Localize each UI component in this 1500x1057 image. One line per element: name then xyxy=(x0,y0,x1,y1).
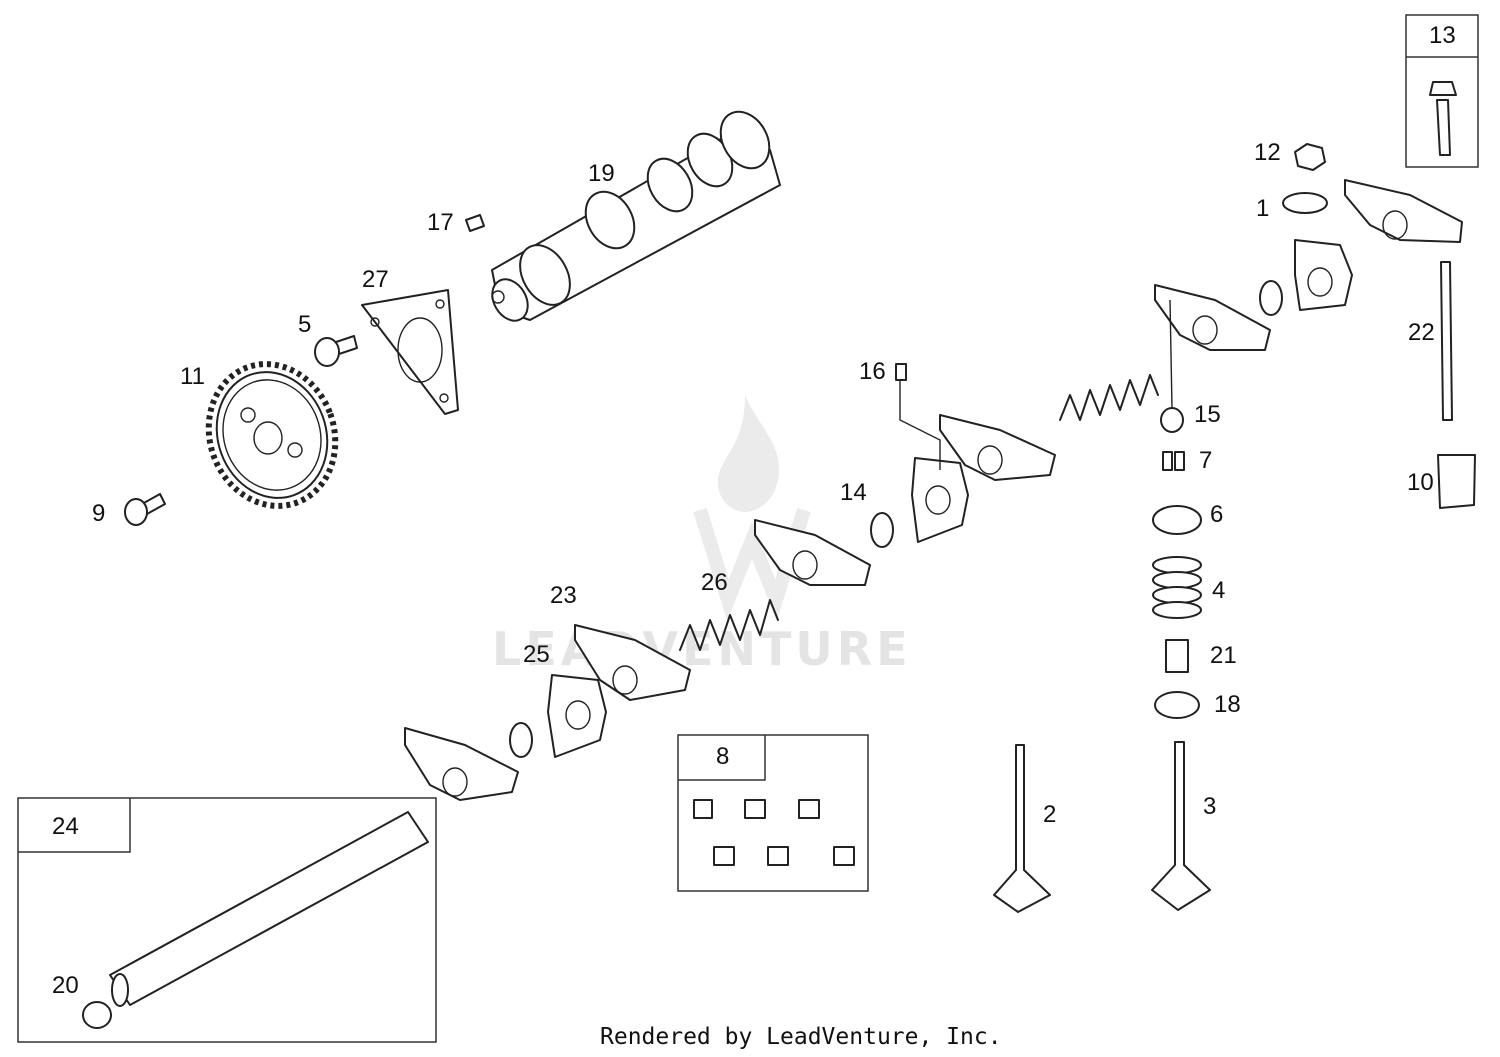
part-valve-spring xyxy=(1152,556,1202,619)
callout-25: 25 xyxy=(523,641,550,668)
callout-13: 13 xyxy=(1429,22,1456,49)
callout-22: 22 xyxy=(1408,319,1435,346)
part-rocker-arm-c xyxy=(939,414,1056,481)
part-bolt-5 xyxy=(314,335,358,367)
callout-19: 19 xyxy=(588,160,615,187)
callout-14: 14 xyxy=(840,479,867,506)
part-rocker-arm-f xyxy=(404,727,519,801)
callout-2: 2 xyxy=(1043,801,1056,828)
part-rocker-support-a xyxy=(1294,239,1353,311)
part-rocker-spring-a xyxy=(1059,374,1159,421)
callout-3: 3 xyxy=(1203,793,1216,820)
part-snap-ring xyxy=(82,1001,112,1029)
callout-4: 4 xyxy=(1212,577,1225,604)
callout-10: 10 xyxy=(1407,469,1434,496)
part-rocker-arm-a xyxy=(1344,179,1463,243)
callout-7: 7 xyxy=(1199,447,1212,474)
keeper-set-icon xyxy=(693,799,855,866)
part-camshaft xyxy=(491,110,781,322)
part-pin-16 xyxy=(895,363,907,381)
callout-27: 27 xyxy=(362,266,389,293)
part-rocker-support-b xyxy=(911,457,969,543)
part-rocker-arm-d xyxy=(754,519,871,586)
part-intake-valve xyxy=(993,744,1051,913)
leader-line-16 xyxy=(899,380,941,470)
part-spring-seat xyxy=(1154,691,1200,719)
callout-20: 20 xyxy=(52,972,79,999)
callout-17: 17 xyxy=(427,209,454,236)
callout-12: 12 xyxy=(1254,139,1281,166)
leadventure-watermark: LEADVENTURE xyxy=(492,395,912,676)
callout-5: 5 xyxy=(298,311,311,338)
watermark-text: LEADVENTURE xyxy=(492,622,912,676)
credit-line: Rendered by LeadVenture, Inc. xyxy=(600,1024,1002,1050)
part-gear-plate xyxy=(361,289,459,415)
part-washer-1 xyxy=(1282,192,1328,214)
part-exhaust-valve xyxy=(1151,741,1211,911)
part-valve-keepers xyxy=(1162,451,1185,471)
part-rocker-shaft xyxy=(109,811,429,1007)
part-rocker-support-c xyxy=(547,674,607,758)
callout-15: 15 xyxy=(1194,401,1221,428)
box-24 xyxy=(17,797,437,1043)
part-rocker-arm-e xyxy=(574,624,691,701)
flame-logo-icon xyxy=(717,395,780,512)
callout-11: 11 xyxy=(180,363,205,390)
callout-18: 18 xyxy=(1214,691,1241,718)
callout-1: 1 xyxy=(1256,195,1269,222)
part-valve-seal xyxy=(1165,639,1189,673)
part-rocker-arm-b xyxy=(1154,284,1271,351)
part-cam-gear xyxy=(205,361,339,509)
callout-24: 24 xyxy=(52,813,79,840)
callout-6: 6 xyxy=(1210,501,1223,528)
part-spring-retainer xyxy=(1152,505,1202,535)
leader-line-15 xyxy=(1169,299,1173,409)
part-valve-cap xyxy=(1160,407,1184,433)
callout-labels: 1 2 3 4 5 6 7 8 9 10 11 12 13 14 15 16 1… xyxy=(52,22,1456,999)
callout-16: 16 xyxy=(859,358,886,385)
box-13 xyxy=(1405,14,1479,168)
callout-23: 23 xyxy=(550,582,577,609)
callout-26: 26 xyxy=(701,569,728,596)
part-rocker-spring-b xyxy=(679,599,779,651)
box-8 xyxy=(677,734,869,892)
part-washer-c xyxy=(509,722,533,758)
callout-8: 8 xyxy=(716,743,729,770)
part-nut xyxy=(1294,143,1326,171)
part-tappet xyxy=(1437,454,1476,509)
callout-21: 21 xyxy=(1210,642,1237,669)
part-washer-a xyxy=(1259,280,1283,316)
part-washer-b xyxy=(870,512,894,548)
part-bolt-9 xyxy=(124,493,166,526)
part-key xyxy=(465,214,485,232)
part-push-rod xyxy=(1440,261,1453,421)
callout-9: 9 xyxy=(92,500,105,527)
